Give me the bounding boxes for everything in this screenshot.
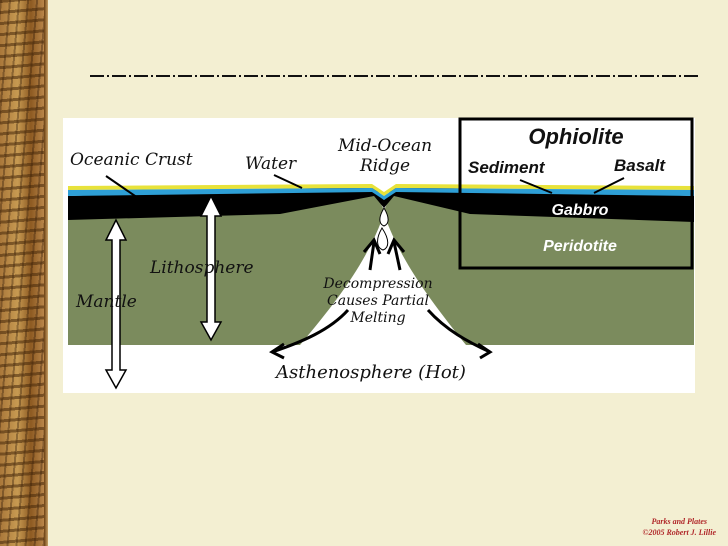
decompression-line3: Melting bbox=[350, 310, 406, 326]
mantle-thickness-arrow bbox=[104, 218, 128, 390]
asthenosphere-flow-arrows bbox=[269, 308, 493, 360]
asthenosphere-label: Asthenosphere (Hot) bbox=[276, 362, 466, 383]
water-label: Water bbox=[245, 154, 297, 174]
basalt-label: Basalt bbox=[614, 156, 666, 175]
credit-line2: ©2005 Robert J. Lillie bbox=[642, 528, 716, 537]
water-leader bbox=[273, 174, 303, 189]
decorative-title-rule bbox=[90, 75, 698, 77]
upwelling-arrows bbox=[362, 237, 406, 271]
wood-border-edge bbox=[44, 0, 48, 546]
basalt-leader bbox=[593, 177, 625, 194]
lithosphere-mantle-region bbox=[68, 194, 694, 345]
ophiolite-box bbox=[458, 117, 694, 270]
credit-line1: Parks and Plates bbox=[651, 517, 708, 526]
water-band bbox=[68, 188, 694, 200]
decompression-label: Decompression Causes Partial Melting bbox=[308, 276, 448, 327]
sediment-leader bbox=[519, 179, 553, 194]
sediment-label: Sediment bbox=[468, 158, 545, 177]
decompression-line2: Causes Partial bbox=[327, 293, 429, 309]
magma-droplet-icons bbox=[377, 207, 389, 251]
oceanic-crust-layer bbox=[68, 186, 694, 222]
ridge-label-line2: Ridge bbox=[359, 156, 411, 176]
peridotite-label: Peridotite bbox=[543, 238, 617, 255]
oceanic-crust-label: Oceanic Crust bbox=[70, 150, 193, 170]
mid-ocean-ridge-label: Mid-Ocean Ridge bbox=[320, 136, 450, 176]
oceanic-crust-leader bbox=[105, 175, 139, 199]
wood-border-decoration bbox=[0, 0, 44, 546]
ophiolite-title: Ophiolite bbox=[528, 124, 624, 149]
decompression-line1: Decompression bbox=[323, 276, 433, 292]
lithosphere-thickness-arrow bbox=[199, 194, 223, 342]
mantle-label: Mantle bbox=[76, 292, 137, 312]
lithosphere-label: Lithosphere bbox=[150, 258, 254, 278]
mid-ocean-label-line1: Mid-Ocean bbox=[337, 136, 433, 156]
copyright-credit: Parks and Plates ©2005 Robert J. Lillie bbox=[642, 516, 716, 538]
gabbro-label: Gabbro bbox=[551, 202, 609, 219]
